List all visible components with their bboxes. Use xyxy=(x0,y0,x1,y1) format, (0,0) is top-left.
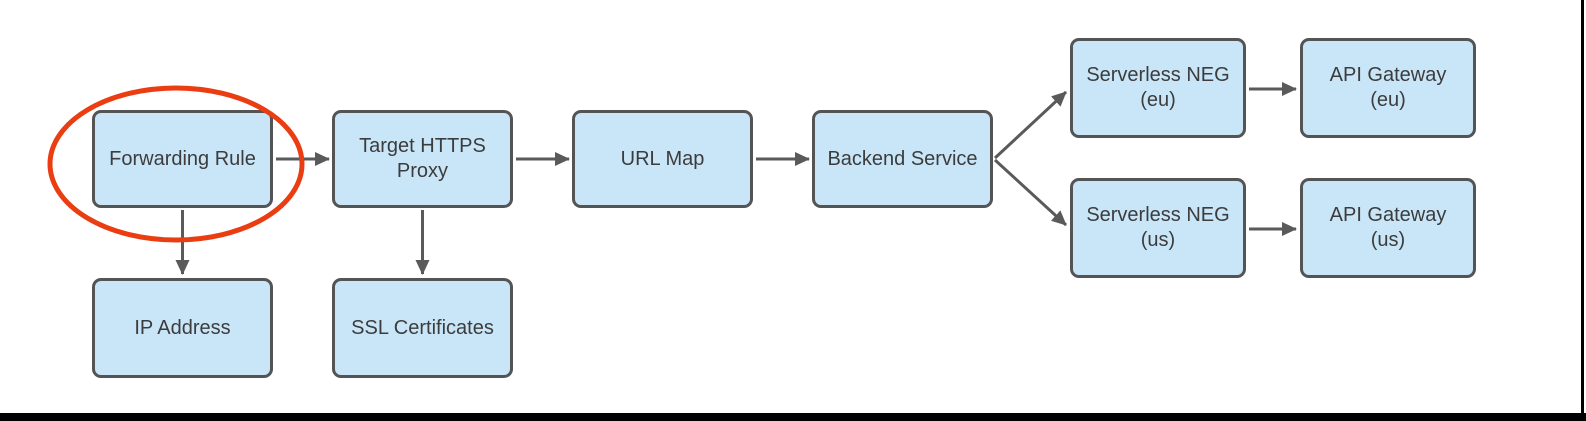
node-url-map: URL Map xyxy=(572,110,753,208)
node-ip-address: IP Address xyxy=(92,278,273,378)
node-label-ip-address: IP Address xyxy=(134,316,231,339)
node-label-serverless-neg-eu: Serverless NEG (eu) xyxy=(1086,64,1230,111)
node-label-ssl-certificates: SSL Certificates xyxy=(351,316,494,339)
node-serverless-neg-us: Serverless NEG (us) xyxy=(1070,178,1246,278)
node-label-api-gateway-us: API Gateway (us) xyxy=(1329,204,1447,251)
node-label-backend-service: Backend Service xyxy=(827,147,978,170)
node-api-gateway-eu: API Gateway (eu) xyxy=(1300,38,1476,138)
node-serverless-neg-eu: Serverless NEG (eu) xyxy=(1070,38,1246,138)
node-label-target-https-proxy: Target HTTPS Proxy xyxy=(359,135,486,182)
edge-backend-service-to-serverless-neg-us xyxy=(993,158,1068,227)
node-api-gateway-us: API Gateway (us) xyxy=(1300,178,1476,278)
frame-right-border xyxy=(1581,0,1584,421)
node-label-serverless-neg-us: Serverless NEG (us) xyxy=(1086,204,1230,251)
frame-bottom-border xyxy=(0,413,1586,421)
node-backend-service: Backend Service xyxy=(812,110,993,208)
node-forwarding-rule: Forwarding Rule xyxy=(92,110,273,208)
node-ssl-certificates: SSL Certificates xyxy=(332,278,513,378)
node-label-forwarding-rule: Forwarding Rule xyxy=(109,147,256,170)
node-target-https-proxy: Target HTTPS Proxy xyxy=(332,110,513,208)
node-label-url-map: URL Map xyxy=(620,147,705,170)
node-label-api-gateway-eu: API Gateway (eu) xyxy=(1329,64,1447,111)
edge-backend-service-to-serverless-neg-eu xyxy=(993,90,1068,160)
